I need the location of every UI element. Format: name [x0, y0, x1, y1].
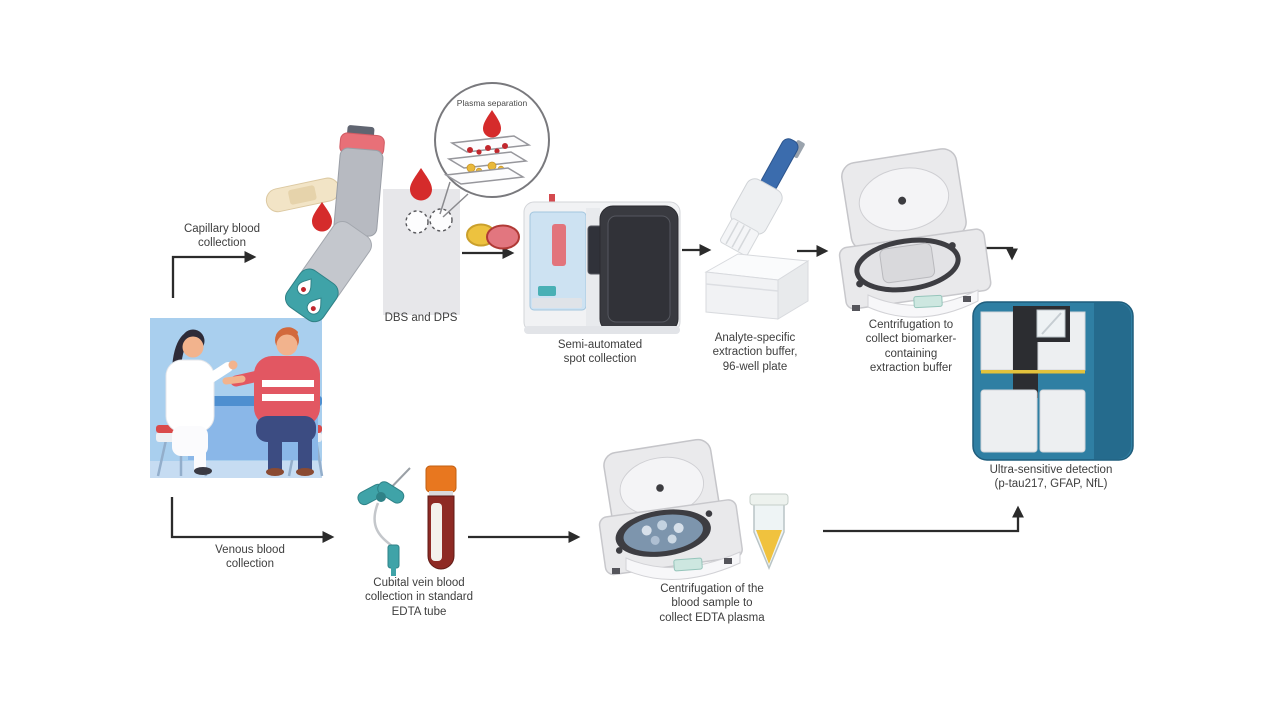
phlebotomist — [165, 329, 238, 475]
adhesive-bandage-icon — [265, 177, 340, 213]
label-detection: Ultra-sensitive detection (p-tau217, GFA… — [989, 464, 1113, 491]
capillary-collection-device-icon — [285, 125, 385, 323]
patient — [222, 327, 320, 476]
label-capillary-branch: Capillary blood collection — [183, 223, 261, 250]
edta-tube-icon — [425, 465, 457, 570]
arrow-plasma-to-analyzer — [823, 505, 1024, 533]
blood-drop-icon — [312, 202, 332, 232]
dried-spot-card-icon — [383, 168, 460, 315]
spot-collection-instrument-icon — [523, 194, 681, 334]
multichannel-pipette-icon — [719, 138, 805, 256]
arrow-capillary-branch — [171, 251, 257, 298]
label-plasma-separation: Plasma separation — [456, 98, 528, 108]
arrow-centrifuge-to-analyzer — [985, 246, 1018, 261]
conical-plasma-tube-icon — [749, 493, 789, 570]
96-well-plate-icon — [704, 253, 810, 320]
label-centrifugation-plasma: Centrifugation of the blood sample to co… — [659, 583, 765, 624]
immunoassay-analyzer-icon — [972, 301, 1134, 461]
centrifuge-bottom-icon — [598, 438, 743, 580]
label-dbs-card: DBS and DPS — [384, 312, 458, 324]
label-venous-branch: Venous blood collection — [215, 544, 285, 571]
dried-spot-discs-icon — [466, 223, 520, 250]
label-spot-collection: Semi-automated spot collection — [557, 339, 643, 366]
label-edta-collection: Cubital vein blood collection in standar… — [364, 577, 474, 618]
patient-phlebotomist-illustration — [150, 318, 324, 478]
arrow-venous-branch — [170, 497, 335, 543]
label-extraction-buffer: Analyte-specific extraction buffer, 96-w… — [712, 332, 798, 373]
label-centrifugation-buffer: Centrifugation to collect biomarker- con… — [865, 319, 957, 374]
flow-arrows — [170, 244, 1024, 543]
centrifuge-top-icon — [838, 148, 992, 318]
butterfly-needle-icon — [357, 467, 411, 576]
plasma-separation-inset-icon — [434, 82, 550, 218]
